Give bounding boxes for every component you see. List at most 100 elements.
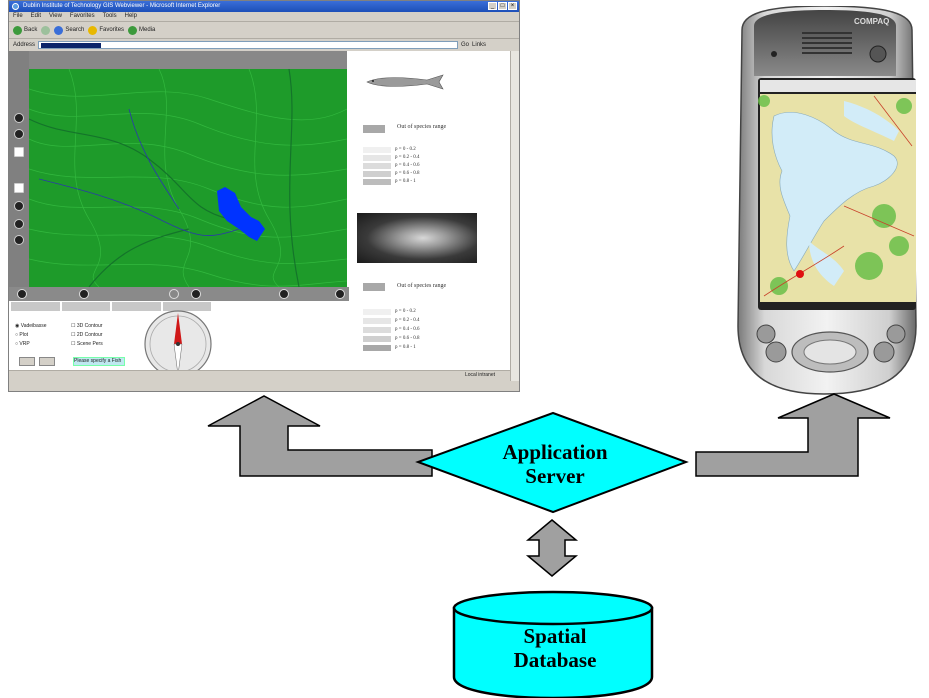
address-input[interactable] bbox=[38, 41, 459, 49]
range-label: p = 0.6 - 0.8 bbox=[395, 171, 420, 176]
control-tab[interactable] bbox=[162, 302, 211, 311]
control-tab[interactable] bbox=[11, 302, 60, 311]
option-checkbox[interactable]: ☐ Scene Pers bbox=[71, 341, 103, 347]
range-label: p = 0.2 - 0.4 bbox=[395, 318, 420, 323]
option-radio[interactable]: ○ VRP bbox=[15, 341, 30, 347]
pan-left-icon[interactable] bbox=[17, 289, 27, 299]
search-button[interactable]: Search bbox=[54, 25, 84, 35]
option-checkbox[interactable]: ☐ 2D Contour bbox=[71, 332, 103, 338]
close-button[interactable]: × bbox=[508, 2, 517, 10]
star-icon bbox=[88, 25, 98, 35]
option-label: Vadeibasse bbox=[20, 323, 47, 329]
browser-content: Out of species range p = 0 - 0.2 p = 0.2… bbox=[9, 51, 519, 381]
spatial-database-node bbox=[452, 590, 654, 698]
pan-down-icon[interactable] bbox=[79, 289, 89, 299]
option-label: 3D Contour bbox=[76, 323, 103, 329]
control-tab[interactable] bbox=[112, 302, 161, 311]
range-swatch bbox=[363, 171, 391, 177]
go-button[interactable]: Go bbox=[461, 42, 470, 48]
browser-toolbar: Back Search Favorites Media bbox=[9, 22, 519, 39]
zoom-in-tool-icon[interactable] bbox=[14, 113, 24, 123]
range-swatch bbox=[363, 309, 391, 315]
menu-help[interactable]: Help bbox=[124, 13, 137, 19]
select-tool-icon[interactable] bbox=[14, 183, 24, 193]
identify-tool-icon[interactable] bbox=[14, 201, 24, 211]
pan-tool-icon[interactable] bbox=[14, 147, 24, 157]
control-button[interactable] bbox=[39, 357, 55, 366]
option-label: Scene Pers bbox=[76, 341, 103, 347]
scrollbar[interactable] bbox=[510, 51, 519, 381]
menu-view[interactable]: View bbox=[49, 13, 62, 19]
power-button-icon[interactable] bbox=[869, 45, 887, 63]
menu-favorites[interactable]: Favorites bbox=[69, 13, 95, 19]
app-button-3-icon[interactable] bbox=[873, 341, 895, 363]
terrain-map-graphic bbox=[29, 69, 347, 287]
nav-pad[interactable] bbox=[791, 331, 869, 373]
refresh-icon[interactable] bbox=[169, 289, 179, 299]
range-label: p = 0.4 - 0.6 bbox=[395, 327, 420, 332]
range-swatch bbox=[363, 336, 391, 342]
app-button-1-icon[interactable] bbox=[756, 324, 776, 344]
forward-button[interactable] bbox=[41, 25, 51, 35]
app-button-4-icon[interactable] bbox=[886, 324, 906, 344]
measure-tool-icon[interactable] bbox=[14, 219, 24, 229]
maximize-button[interactable]: □ bbox=[498, 2, 507, 10]
range-label: p = 0.2 - 0.4 bbox=[395, 155, 420, 160]
fish-photo bbox=[357, 213, 477, 263]
terrain-map[interactable] bbox=[29, 69, 347, 287]
option-radio[interactable]: ◉ Vadeibasse bbox=[15, 323, 47, 329]
status-zone: Local intranet bbox=[464, 372, 495, 378]
browser-titlebar: Dublin Institute of Technology GIS Webvi… bbox=[9, 1, 519, 12]
zoom-out-tool-icon[interactable] bbox=[14, 129, 24, 139]
range-swatch bbox=[363, 345, 391, 351]
media-button[interactable]: Media bbox=[128, 25, 155, 35]
spatial-database-label: Spatial Database bbox=[455, 624, 655, 672]
control-tabs bbox=[11, 302, 211, 311]
links-label[interactable]: Links bbox=[472, 42, 487, 48]
overview-icon[interactable] bbox=[191, 289, 201, 299]
menu-tools[interactable]: Tools bbox=[102, 13, 117, 19]
option-checkbox[interactable]: ☐ 3D Contour bbox=[71, 323, 103, 329]
app-server-line1: Application bbox=[502, 440, 608, 464]
full-extent-tool-icon[interactable] bbox=[14, 235, 24, 245]
pda-brand: COMPAQ bbox=[854, 17, 889, 26]
range-swatch bbox=[363, 155, 391, 161]
fish-select-field[interactable]: Please specify a Fish bbox=[73, 357, 125, 366]
pan-right-icon[interactable] bbox=[335, 289, 345, 299]
menu-file[interactable]: File bbox=[13, 13, 23, 19]
favorites-button[interactable]: Favorites bbox=[88, 25, 125, 35]
arrow-to-browser bbox=[207, 395, 433, 477]
app-button-2-icon[interactable] bbox=[765, 341, 787, 363]
db-line1: Spatial bbox=[523, 624, 587, 648]
double-arrow-server-db bbox=[525, 519, 579, 577]
option-label: VRP bbox=[19, 341, 30, 347]
range-swatch bbox=[363, 163, 391, 169]
range-label: p = 0.4 - 0.6 bbox=[395, 163, 420, 168]
address-label: Address bbox=[13, 42, 36, 48]
option-label: 2D Contour bbox=[76, 332, 103, 338]
range-swatch bbox=[363, 147, 391, 153]
range-label: p = 0.6 - 0.8 bbox=[395, 336, 420, 341]
browser-window: Dublin Institute of Technology GIS Webvi… bbox=[8, 0, 520, 392]
map-tool-strip bbox=[9, 51, 29, 287]
application-server-node bbox=[415, 411, 689, 514]
control-button[interactable] bbox=[19, 357, 35, 366]
arrow-to-pda bbox=[695, 393, 891, 477]
menu-edit[interactable]: Edit bbox=[30, 13, 42, 19]
out-of-range-label-1: Out of species range bbox=[397, 124, 447, 130]
minimize-button[interactable]: _ bbox=[488, 2, 497, 10]
range-swatch bbox=[363, 318, 391, 324]
favorites-label: Favorites bbox=[99, 27, 125, 33]
back-label: Back bbox=[24, 27, 38, 33]
range-label: p = 0.8 - 1 bbox=[395, 345, 416, 350]
back-button[interactable]: Back bbox=[13, 25, 38, 35]
pda-map[interactable] bbox=[758, 94, 916, 302]
back-icon bbox=[13, 25, 22, 35]
control-tab[interactable] bbox=[61, 302, 110, 311]
media-icon bbox=[128, 25, 138, 35]
app-server-line2: Server bbox=[525, 464, 585, 488]
fish-drawing-icon bbox=[366, 74, 444, 90]
print-icon[interactable] bbox=[279, 289, 289, 299]
option-radio[interactable]: ○ Plot bbox=[15, 332, 29, 338]
range-label: p = 0 - 0.2 bbox=[395, 309, 416, 314]
